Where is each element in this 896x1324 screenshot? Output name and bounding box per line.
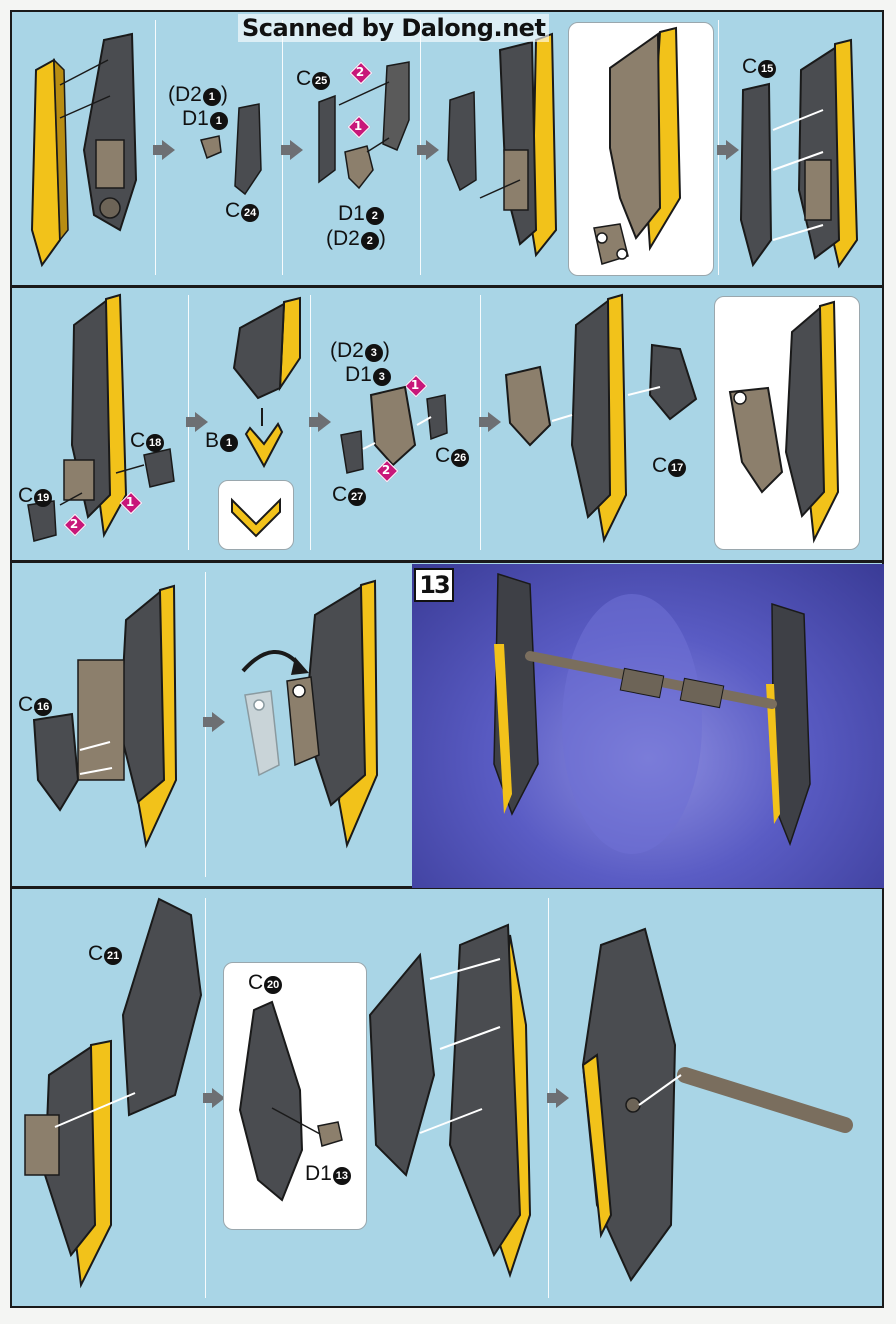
detail-callout	[218, 480, 294, 550]
flow-arrow	[203, 1088, 225, 1108]
flow-arrow	[153, 140, 175, 160]
order-badge: 1	[348, 116, 368, 136]
detail-illustration	[231, 497, 281, 538]
flow-arrow	[417, 140, 439, 160]
shield-tip-illustration	[232, 296, 301, 469]
preview-illustration	[493, 572, 811, 854]
flow-arrow	[479, 412, 501, 432]
flow-arrow	[717, 140, 739, 160]
scan-credit: Scanned by Dalong.net	[238, 14, 550, 42]
flow-arrow	[203, 712, 225, 732]
step-number: 13	[414, 568, 454, 602]
row-divider	[10, 560, 884, 563]
order-badge: 2	[376, 460, 396, 480]
part-illustration	[340, 385, 448, 474]
shield-assembly-illustration	[368, 923, 532, 1279]
flow-arrow	[309, 412, 331, 432]
order-badge: 1	[120, 492, 140, 512]
shield-assembly-illustration	[504, 293, 698, 544]
shield-rotate-illustration	[241, 579, 379, 849]
shield-assembly-illustration	[739, 38, 859, 269]
order-badge: 2	[64, 514, 84, 534]
shield-assembly-illustration	[447, 32, 558, 258]
flow-arrow	[281, 140, 303, 160]
detail-illustration	[593, 26, 682, 265]
order-badge: 1	[405, 375, 425, 395]
detail-illustration	[728, 300, 840, 544]
order-badge: 2	[350, 62, 370, 82]
shield-assembly-illustration	[30, 32, 138, 268]
flow-arrow	[186, 412, 208, 432]
flow-arrow	[547, 1088, 569, 1108]
shield-assembly-illustration	[27, 293, 175, 542]
row-divider	[10, 285, 884, 288]
part-illustration	[318, 61, 410, 190]
shield-assembly-illustration	[24, 897, 203, 1289]
detail-illustration	[238, 1000, 343, 1202]
shield-assembly-illustration	[32, 584, 178, 849]
part-illustration	[200, 103, 262, 196]
shield-assembly-illustration	[581, 927, 853, 1282]
